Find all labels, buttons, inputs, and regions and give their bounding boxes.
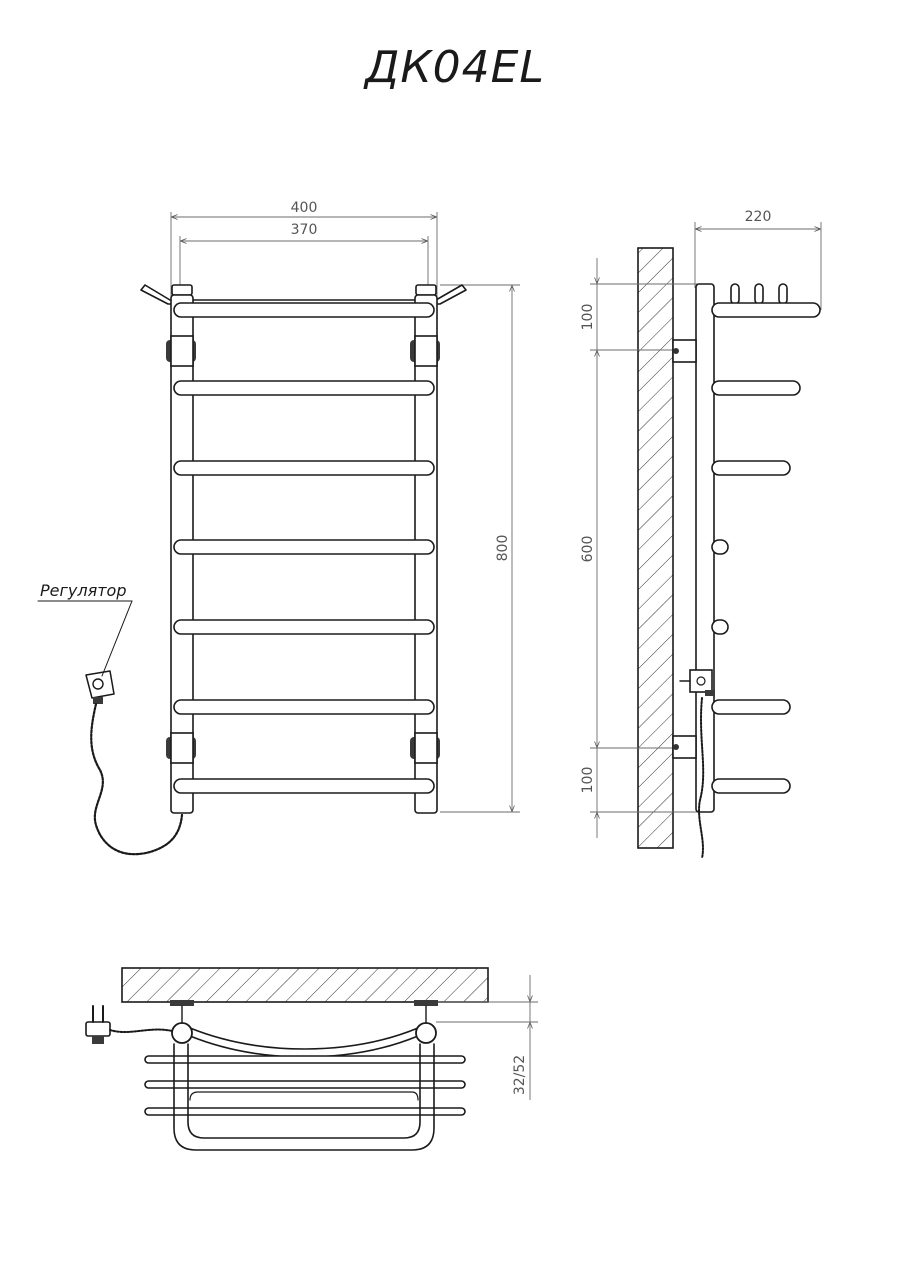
dimension-height: 800 (440, 284, 520, 813)
regulator-label: Регулятор (40, 581, 126, 600)
side-regulator (679, 669, 715, 859)
shelf-curve (189, 1027, 419, 1050)
dim-label-600: 600 (580, 536, 596, 563)
dim-label-370: 370 (291, 222, 318, 238)
side-view: 220 100 600 100 (580, 209, 822, 859)
dim-label-220: 220 (745, 209, 772, 225)
regulator-callout: Регулятор (37, 581, 133, 677)
right-rail-plan (415, 1022, 437, 1044)
coiled-cable (90, 702, 184, 856)
crossbars (173, 302, 435, 794)
dim-label-400: 400 (291, 200, 318, 216)
dim-label-bottom-100: 100 (580, 767, 596, 794)
top-shelf (140, 284, 467, 305)
dimension-chain: 100 600 100 (580, 258, 712, 838)
front-view: 400 370 800 (37, 200, 520, 856)
wall-section (637, 247, 674, 849)
power-plug (85, 1005, 173, 1044)
wall-plan-section (121, 967, 489, 1003)
side-crossbars (711, 302, 821, 794)
wall-mounts (166, 335, 440, 764)
shelf-hooks (730, 283, 788, 305)
dimension-inner-width: 370 (179, 222, 429, 290)
left-rail-plan (171, 1022, 193, 1044)
dim-label-top-100: 100 (580, 304, 596, 331)
top-view: 32/52 (85, 967, 538, 1151)
dimension-depth: 220 (694, 209, 822, 310)
regulator-device (85, 670, 115, 704)
plan-bars (144, 1043, 466, 1151)
dim-label-32-52: 32/52 (512, 1055, 528, 1095)
drawing-title: ДК04EL (363, 42, 545, 93)
dim-label-800: 800 (495, 535, 511, 562)
dimension-wall-gap: 32/52 (436, 975, 538, 1100)
dimension-overall-width: 400 (170, 200, 438, 300)
